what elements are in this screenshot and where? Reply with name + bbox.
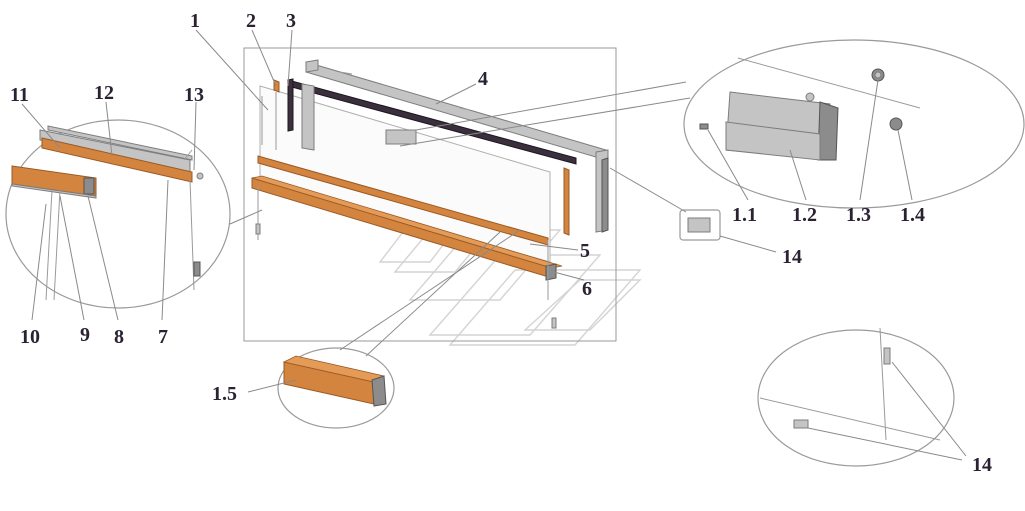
callout-8: 8 <box>114 326 124 348</box>
callout-1: 1 <box>190 10 200 32</box>
callout-1-3: 1.3 <box>846 204 871 226</box>
callout-9: 9 <box>80 324 90 346</box>
orange-strip-right <box>563 167 570 236</box>
clip-detail-small <box>679 209 721 241</box>
callout-14-top: 14 <box>782 246 802 268</box>
detail-lens-handle <box>683 39 1025 209</box>
detail-lens-left <box>5 119 231 309</box>
detail-lens-profile <box>277 347 395 429</box>
callout-11: 11 <box>10 84 29 106</box>
callout-2: 2 <box>246 10 256 32</box>
callout-4: 4 <box>478 68 488 90</box>
callout-1-2: 1.2 <box>792 204 817 226</box>
assembly-frame <box>243 47 617 342</box>
callout-1-4: 1.4 <box>900 204 925 226</box>
callout-13: 13 <box>184 84 204 106</box>
callout-5: 5 <box>580 240 590 262</box>
callout-6: 6 <box>582 278 592 300</box>
callout-14-bottom: 14 <box>972 454 992 476</box>
top-profile <box>305 59 609 233</box>
callout-1-5: 1.5 <box>212 383 237 405</box>
detail-lens-clips <box>757 327 955 467</box>
callout-labels: 1 2 3 4 5 6 11 12 13 10 9 8 7 1.1 1.2 1.… <box>10 10 992 476</box>
leader-lines <box>21 29 913 393</box>
orange-strip-small <box>273 79 280 93</box>
callout-10: 10 <box>20 326 40 348</box>
handle-block <box>385 129 417 145</box>
callout-7: 7 <box>158 326 168 348</box>
callout-12: 12 <box>94 82 114 104</box>
callout-3: 3 <box>286 10 296 32</box>
callout-1-1: 1.1 <box>732 204 757 226</box>
